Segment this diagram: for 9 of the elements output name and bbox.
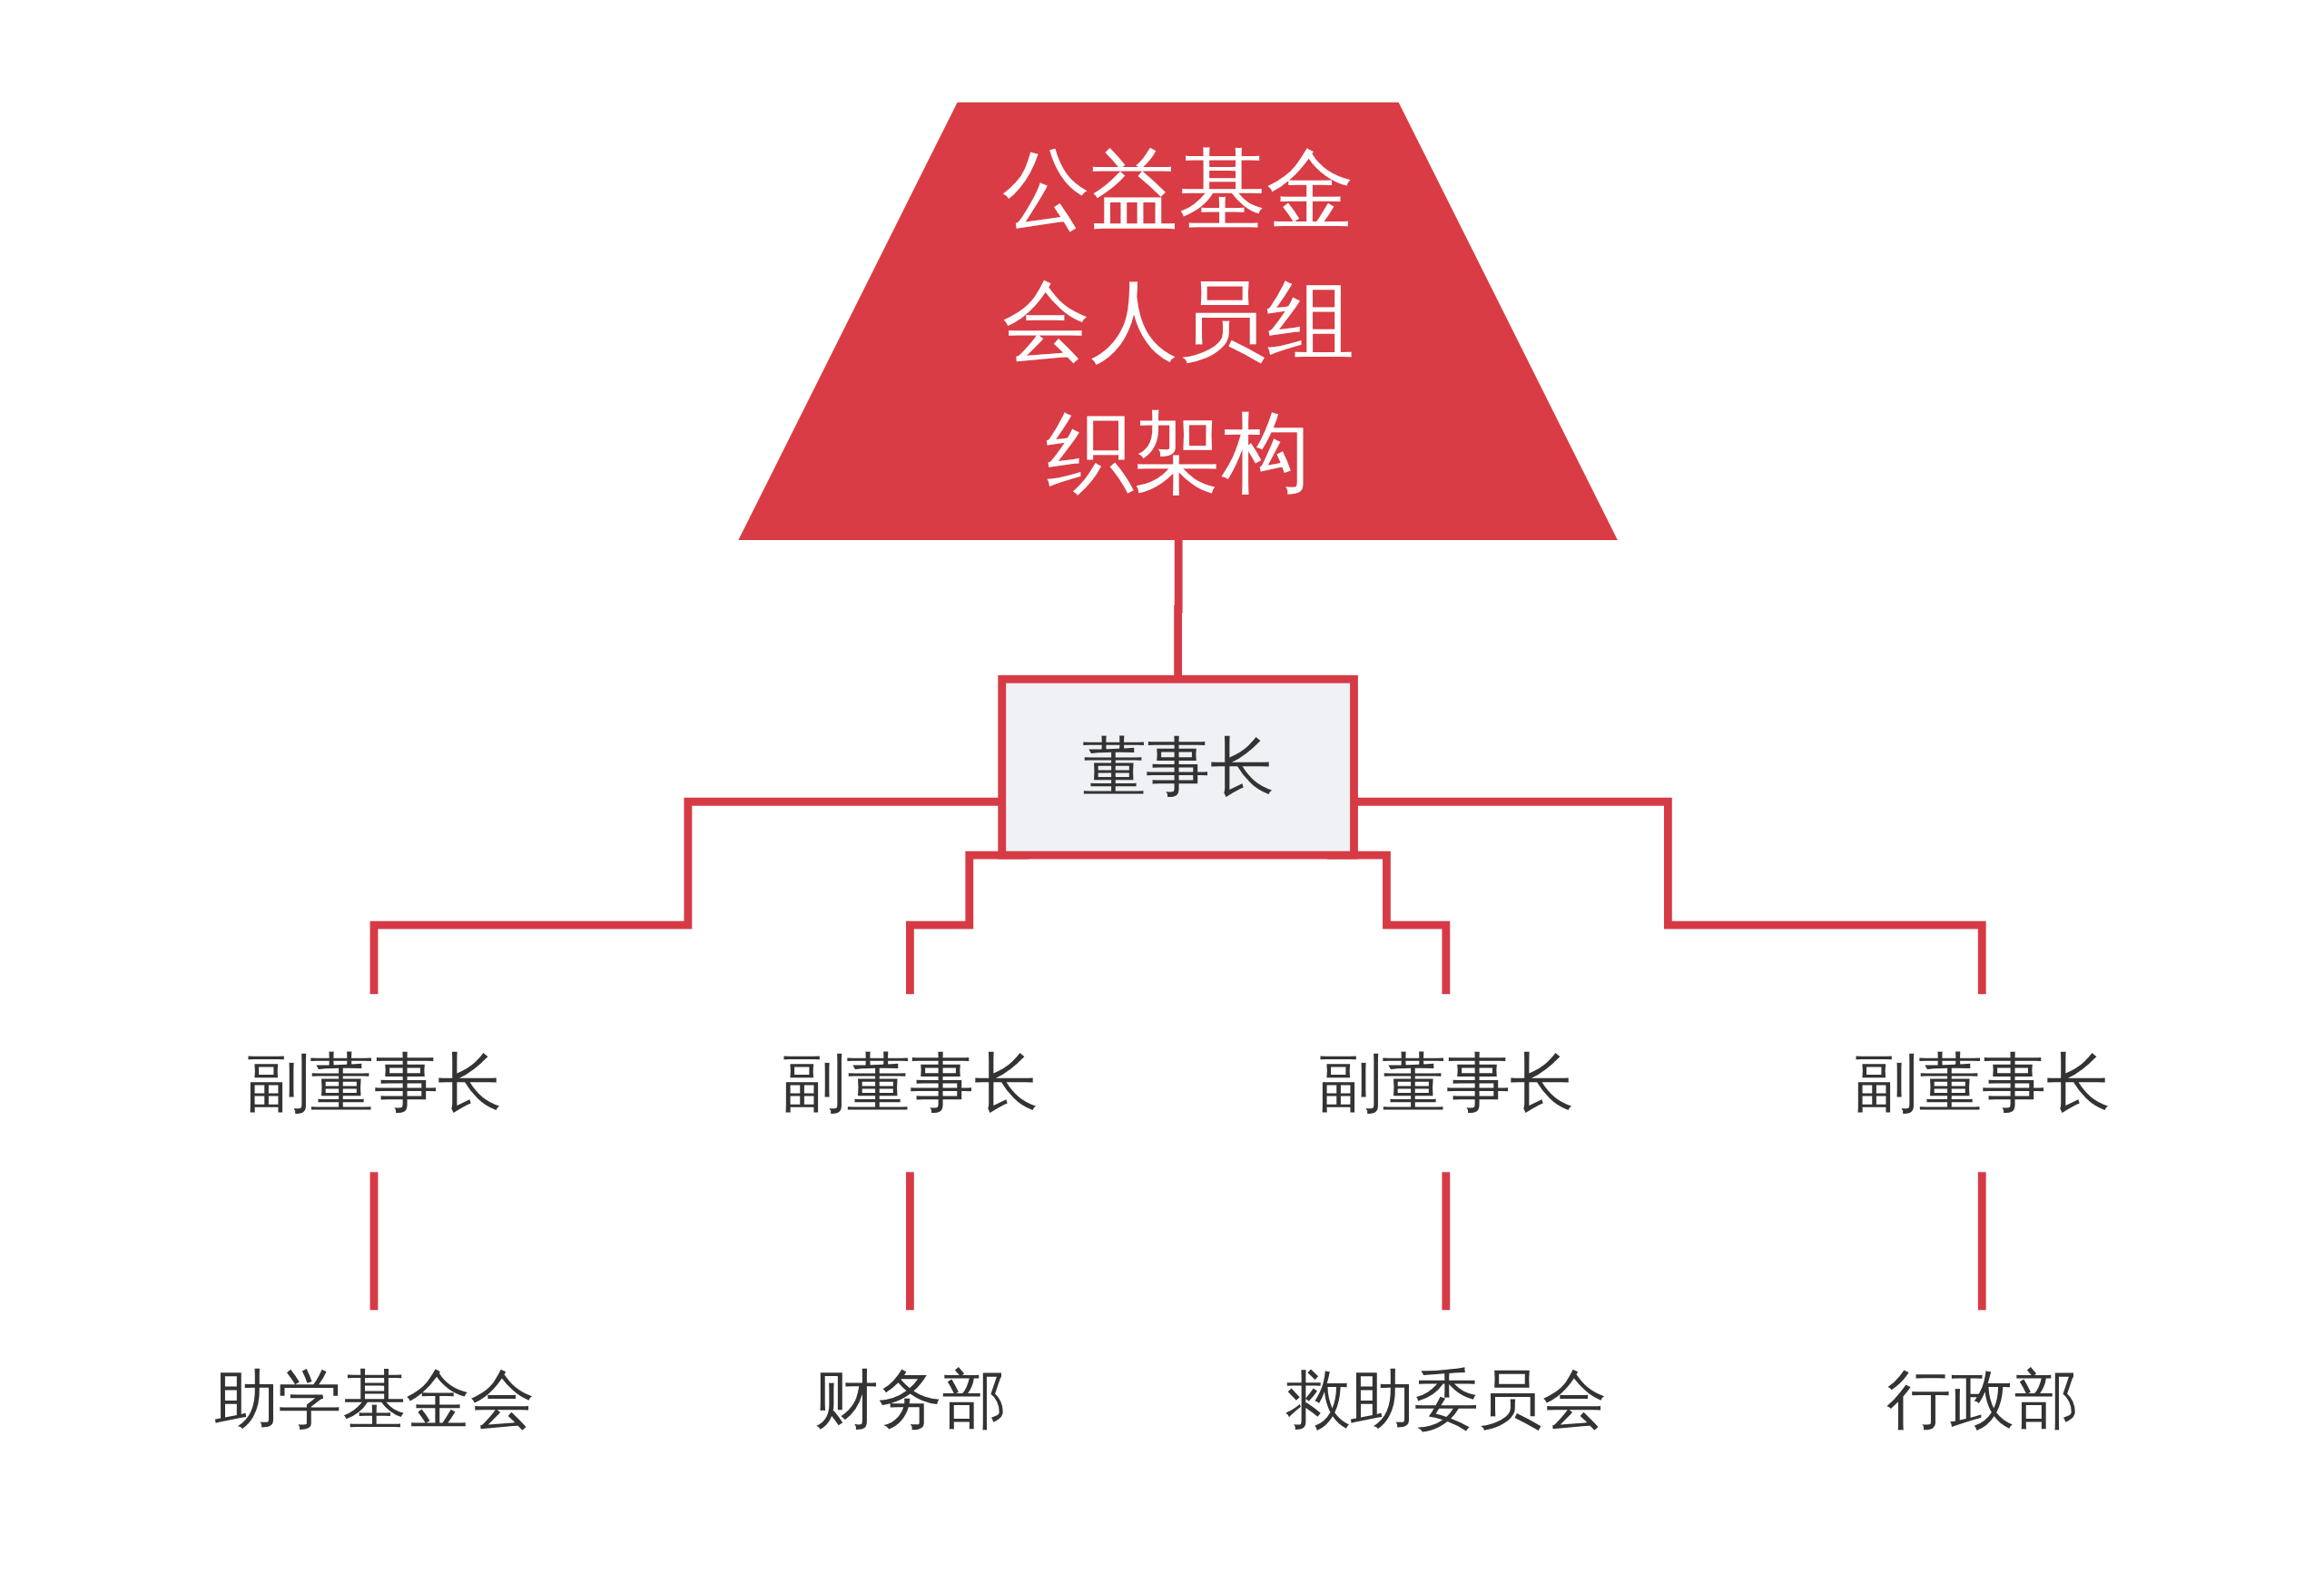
node-text: 财务部 — [813, 1360, 1007, 1437]
node-text: 助学基金会 — [213, 1360, 535, 1437]
node-text: 副董事长 — [246, 1044, 502, 1121]
node-text: 行政部 — [1886, 1360, 2078, 1437]
node-text: 副董事长 — [782, 1044, 1039, 1121]
node-text: 救助委员会 — [1285, 1360, 1607, 1437]
node-text: 副董事长 — [1854, 1044, 2111, 1121]
node-box: 董事长 — [998, 674, 1358, 859]
node-text: 副董事长 — [1317, 1044, 1574, 1121]
